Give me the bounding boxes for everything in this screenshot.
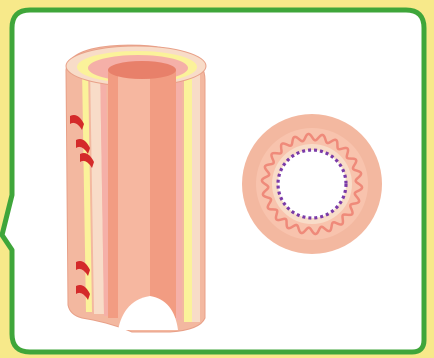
lumen-opening xyxy=(108,61,176,79)
right-yellow-band xyxy=(184,66,192,322)
cross-section xyxy=(242,114,382,254)
right-pink-band xyxy=(176,62,182,320)
lumen-highlight xyxy=(118,68,150,318)
right-muscle-band xyxy=(192,68,200,322)
cross-lumen xyxy=(278,150,346,218)
longitudinal-section xyxy=(66,45,206,332)
